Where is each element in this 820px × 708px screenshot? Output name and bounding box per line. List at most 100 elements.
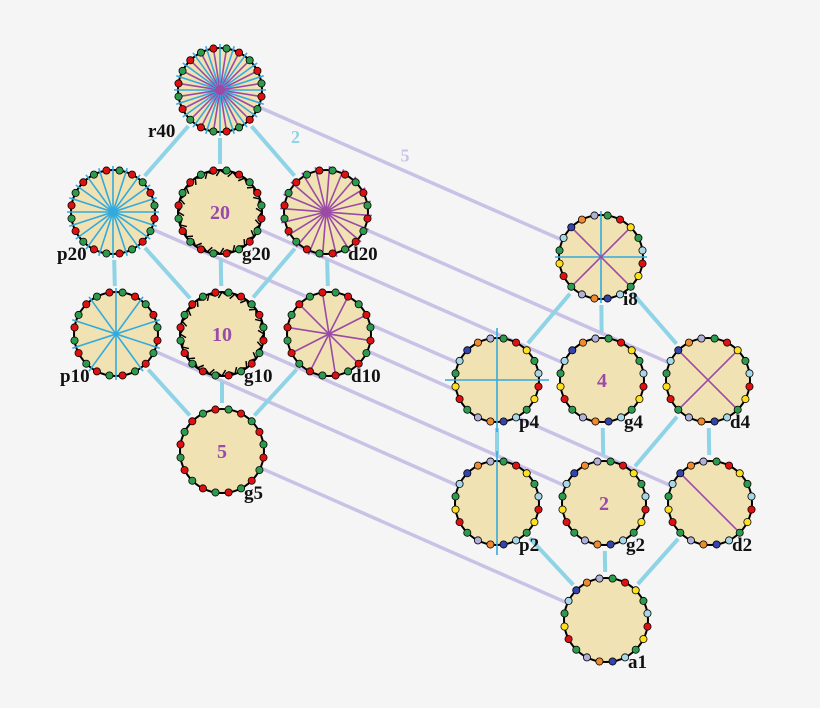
group-node-d2: d2: [664, 457, 756, 556]
vertex-dot: [634, 272, 643, 281]
vertex-dot: [235, 170, 244, 179]
vertex-dot: [149, 349, 158, 358]
group-node-g2: 2g2: [558, 457, 650, 556]
vertex-dot: [224, 371, 233, 380]
vertex-dot: [209, 166, 218, 175]
group-node-p20: p20: [57, 166, 159, 265]
vertex-dot: [686, 536, 695, 545]
vertex-dot: [131, 367, 140, 376]
vertex-dot: [89, 245, 98, 254]
vertex-dot: [699, 457, 708, 466]
vertex-dot: [639, 382, 648, 391]
vertex-dot: [666, 395, 675, 404]
vertex-dot: [186, 56, 195, 65]
vertex-dot: [530, 479, 539, 488]
group-node-p2: p2: [451, 451, 543, 556]
vertex-dot: [253, 188, 262, 197]
vertex-dot: [668, 479, 677, 488]
vertex-dot: [150, 214, 159, 223]
vertex-dot: [259, 453, 268, 462]
vertex-dot: [558, 492, 567, 501]
vertex-dot: [608, 657, 617, 666]
vertex-dot: [676, 528, 685, 537]
vertex-dot: [186, 178, 195, 187]
vertex-dot: [196, 170, 205, 179]
disk: [561, 460, 647, 546]
subgroup-line: [143, 124, 190, 178]
vertex-dot: [666, 356, 675, 365]
vertex-dot: [253, 66, 262, 75]
vertex-dot: [235, 245, 244, 254]
vertex-dot: [606, 457, 615, 466]
vertex-dot: [259, 440, 268, 449]
vertex-dot: [603, 294, 612, 303]
vertex-dot: [178, 227, 187, 236]
vertex-dot: [222, 166, 231, 175]
vertex-dot: [512, 461, 521, 470]
vertex-dot: [315, 249, 324, 258]
vertex-dot: [556, 369, 565, 378]
vertex-dot: [643, 622, 652, 631]
vertex-dot: [224, 488, 233, 497]
vertex-dot: [463, 528, 472, 537]
vertex-dot: [486, 334, 495, 343]
subgroup-line: [325, 259, 330, 287]
vertex-dot: [512, 338, 521, 347]
node-label: g5: [244, 483, 263, 504]
vertex-dot: [302, 245, 311, 254]
vertex-dot: [180, 310, 189, 319]
vertex-dot: [676, 469, 685, 478]
vertex-dot: [593, 540, 602, 549]
vertex-dot: [560, 609, 569, 618]
subgroup-line: [251, 247, 297, 299]
vertex-dot: [522, 346, 531, 355]
group-node-d10: d10: [283, 288, 381, 387]
vertex-dot: [580, 461, 589, 470]
vertex-dot: [362, 310, 371, 319]
vertex-dot: [590, 294, 599, 303]
vertex-dot: [284, 227, 293, 236]
node-label: d10: [351, 366, 381, 387]
vertex-dot: [245, 178, 254, 187]
vertex-dot: [211, 488, 220, 497]
group-node-i8: i8: [555, 211, 647, 310]
vertex-dot: [725, 536, 734, 545]
vertex-dot: [616, 290, 625, 299]
vertex-dot: [257, 92, 266, 101]
vertex-dot: [153, 336, 162, 345]
vertex-dot: [627, 405, 636, 414]
vertex-dot: [712, 540, 721, 549]
vertex-dot: [188, 417, 197, 426]
vertex-dot: [257, 214, 266, 223]
vertex-dot: [562, 518, 571, 527]
vertex-dot: [621, 653, 630, 662]
vertex-dot: [635, 356, 644, 365]
vertex-dot: [257, 201, 266, 210]
vertex-dot: [74, 349, 83, 358]
vertex-dot: [568, 346, 577, 355]
vertex-dot: [641, 492, 650, 501]
vertex-dot: [128, 170, 137, 179]
symmetry-axis: [88, 296, 144, 372]
vertex-dot: [331, 371, 340, 380]
vertex-dot: [198, 484, 207, 493]
vertex-dot: [745, 369, 754, 378]
vertex-dot: [530, 518, 539, 527]
vertex-dot: [222, 249, 231, 258]
vertex-dot: [92, 367, 101, 376]
vertex-dot: [593, 457, 602, 466]
vertex-dot: [211, 371, 220, 380]
vertex-dot: [71, 227, 80, 236]
vertex-dot: [558, 505, 567, 514]
vertex-dot: [712, 457, 721, 466]
correspondence-line: [256, 464, 572, 607]
vertex-dot: [295, 359, 304, 368]
vertex-dot: [328, 166, 337, 175]
vertex-dot: [211, 405, 220, 414]
vertex-dot: [138, 178, 147, 187]
vertex-dot: [638, 246, 647, 255]
subgroup-line: [112, 259, 117, 287]
vertex-dot: [211, 288, 220, 297]
vertex-dot: [174, 214, 183, 223]
